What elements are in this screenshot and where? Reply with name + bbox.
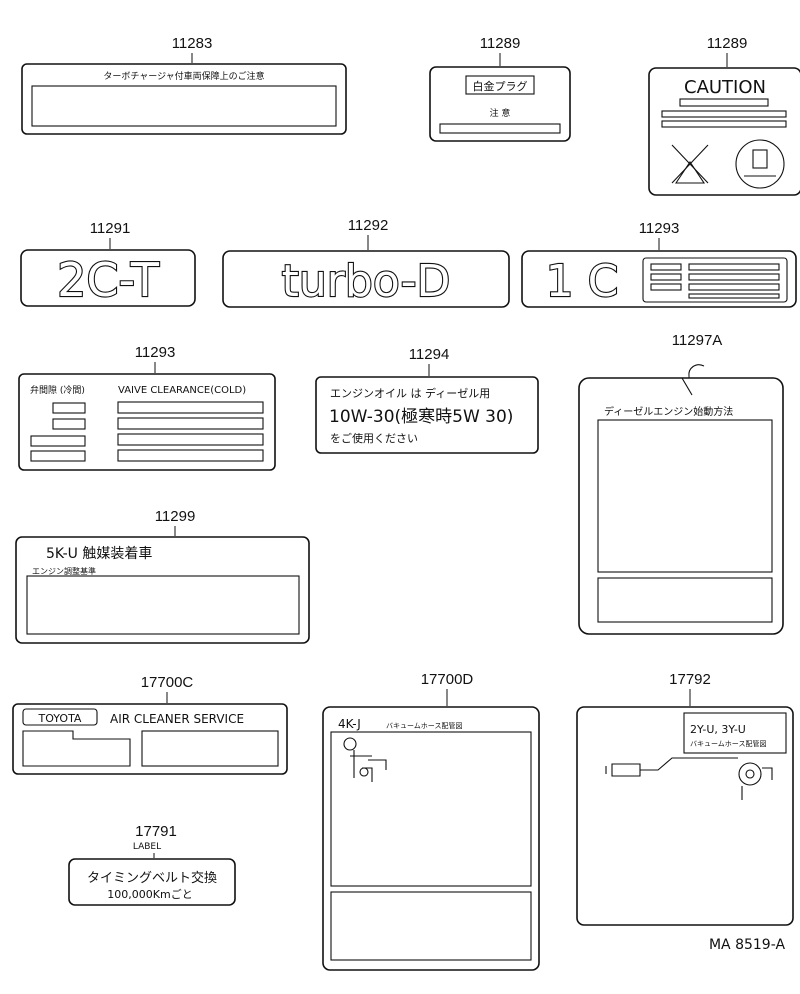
label-11289-caution: CAUTION — [648, 67, 800, 196]
label-11289-plug: 白金プラグ 注 意 — [429, 66, 571, 142]
part-number-11289-b: 11289 — [707, 35, 748, 52]
label-17700d: 4K-J バキュームホース配管図 — [322, 706, 540, 971]
label-11293-badge-text: 1 C — [546, 256, 619, 307]
label-17700d-caption: バキュームホース配管図 — [386, 721, 462, 730]
label-11291-text: 2C-T — [57, 253, 160, 307]
label-11294: エンジンオイル は ディーゼル用 10W-30(極寒時5W 30) をご使用くだ… — [315, 376, 539, 454]
label-11283: ターボチャージャ付車両保障上のご注意 — [21, 63, 347, 135]
label-11293-valve-left: 弁間隙 (冷間) — [30, 384, 85, 396]
label-11294-line3: をご使用ください — [330, 431, 418, 445]
label-17792-engine: 2Y-U, 3Y-U — [690, 723, 746, 736]
part-number-17700c: 17700C — [141, 674, 194, 691]
part-number-11297a: 11297A — [672, 332, 723, 349]
label-17792-caption: バキュームホース配管図 — [690, 739, 766, 748]
label-11289-plug-note: 注 意 — [490, 107, 511, 119]
label-11292-text: turbo-D — [282, 256, 451, 307]
label-17791: タイミングベルト交換 100,000Kmごと — [68, 858, 236, 906]
hook-icon — [688, 364, 705, 377]
part-number-17700d: 17700D — [421, 671, 474, 688]
part-number-11292: 11292 — [348, 217, 389, 234]
diagram-code: MA 8519-A — [709, 937, 785, 953]
part-sublabel-17791: LABEL — [133, 842, 161, 852]
label-11292: turbo-D — [222, 250, 510, 308]
label-11299-line1: 5K-U 触媒装着車 — [46, 545, 152, 562]
plug-symbol-icon — [735, 139, 785, 189]
label-11294-line2: 10W-30(極寒時5W 30) — [329, 407, 513, 427]
part-number-11294: 11294 — [409, 346, 450, 363]
label-11297a-title: ディーゼルエンジン始動方法 — [604, 405, 733, 418]
part-number-11293-a: 11293 — [639, 220, 680, 237]
part-number-11291: 11291 — [90, 220, 131, 237]
vacuum-hose-diagram-icon — [343, 737, 387, 782]
part-number-17791: 17791 — [135, 823, 177, 840]
label-11299: 5K-U 触媒装着車 エンジン調整基準 — [15, 536, 310, 644]
part-number-11289-a: 11289 — [480, 35, 521, 52]
part-number-11299: 11299 — [155, 508, 196, 525]
part-number-11293-b: 11293 — [135, 344, 176, 361]
label-17700c: TOYOTA AIR CLEANER SERVICE — [12, 703, 288, 775]
vacuum-hose-diagram-icon — [605, 757, 773, 800]
label-11289-plug-title: 白金プラグ — [473, 79, 528, 93]
label-11293-valve: 弁間隙 (冷間) VAIVE CLEARANCE(COLD) — [18, 373, 276, 471]
label-11299-line2: エンジン調整基準 — [32, 566, 96, 576]
label-11293-valve-right: VAIVE CLEARANCE(COLD) — [118, 385, 246, 396]
label-17700d-engine: 4K-J — [338, 717, 361, 731]
label-11297a: ディーゼルエンジン始動方法 — [578, 377, 784, 635]
label-11294-line1: エンジンオイル は ディーゼル用 — [330, 386, 490, 400]
label-11293-badge: 1 C — [521, 250, 797, 308]
toyota-logo-text: TOYOTA — [38, 712, 82, 725]
label-11291: 2C-T — [20, 249, 196, 308]
label-17791-line1: タイミングベルト交換 — [87, 870, 217, 886]
label-17791-line2: 100,000Kmごと — [107, 887, 192, 901]
label-17792: 2Y-U, 3Y-U バキュームホース配管図 — [576, 706, 794, 926]
part-number-11283: 11283 — [172, 35, 213, 52]
no-entry-symbol-icon — [671, 144, 709, 184]
label-11283-text: ターボチャージャ付車両保障上のご注意 — [103, 70, 264, 82]
label-11289-caution-title: CAUTION — [684, 77, 766, 98]
label-17700c-text: AIR CLEANER SERVICE — [110, 712, 244, 726]
part-number-17792: 17792 — [669, 671, 711, 688]
